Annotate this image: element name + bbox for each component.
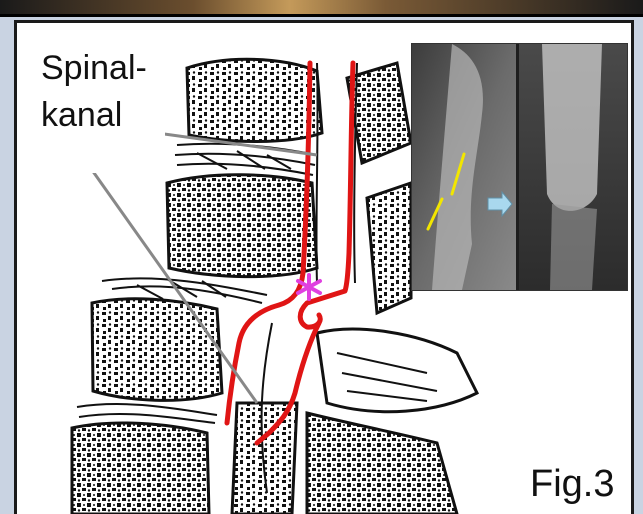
spinal-canal-label: Spinal- kanal (41, 45, 147, 139)
top-image-strip (0, 0, 643, 17)
vertebra-l3 (92, 299, 222, 401)
figure-label: Fig.3 (530, 463, 614, 506)
figure-frame: Spinal- kanal Fig.3 (14, 20, 634, 514)
disc-lower (77, 404, 217, 423)
disc-upper (175, 144, 317, 175)
vertebra-l4 (72, 423, 209, 514)
vertebra-l1 (187, 59, 322, 141)
xray-inset (411, 43, 628, 291)
vertebra-l2 (167, 175, 317, 277)
